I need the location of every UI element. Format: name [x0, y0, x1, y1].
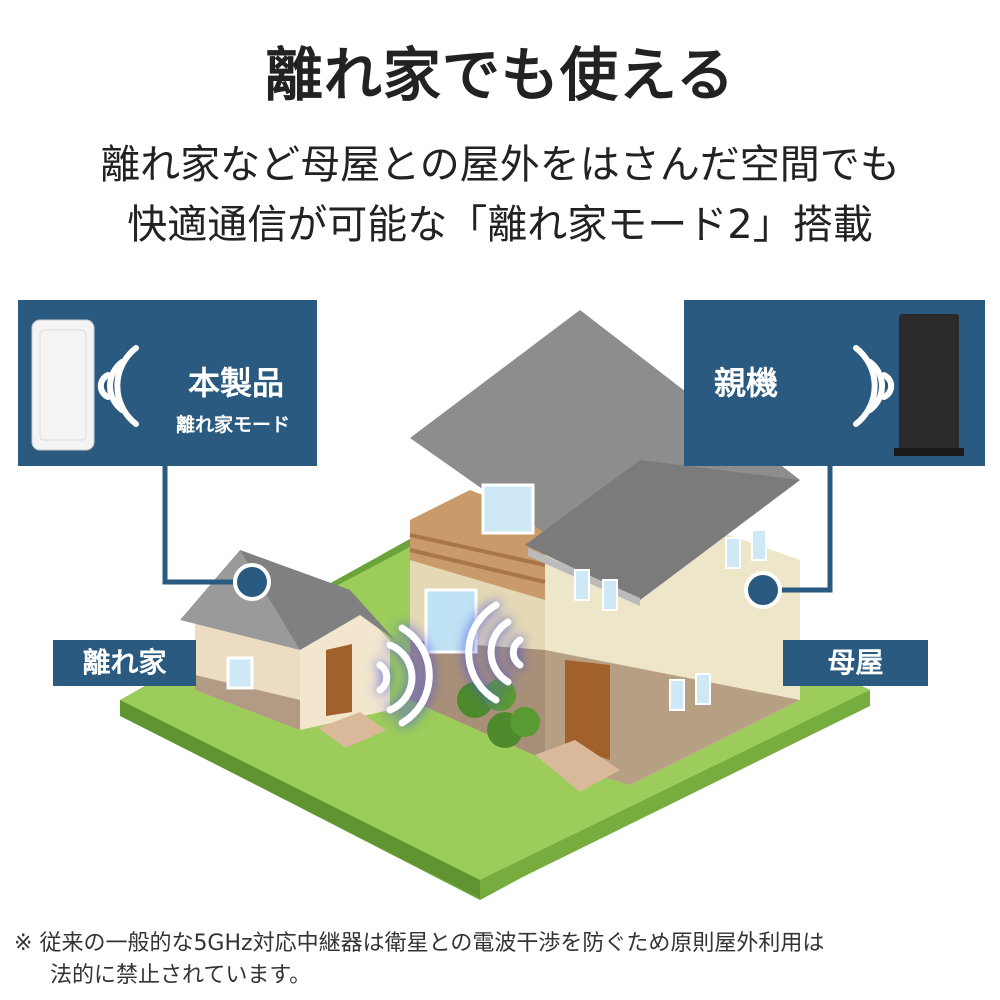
footnote-line-1: 従来の一般的な5GHz対応中継器は衛星との電波干渉を防ぐため原則屋外利用は	[39, 931, 825, 956]
annex-marker	[233, 563, 271, 601]
product-device-icon	[31, 319, 139, 451]
footnote: ※ 従来の一般的な5GHz対応中継器は衛星との電波干渉を防ぐため原則屋外利用は …	[14, 928, 989, 992]
router-device-icon	[853, 314, 964, 456]
footnote-line-2: 法的に禁止されています。	[50, 963, 312, 988]
router-name: 親機	[714, 364, 779, 402]
subtitle-line-2: 快適通信が可能な「離れ家モード2」搭載	[127, 202, 873, 248]
wifi-signal-icon	[97, 345, 139, 427]
subtitle-line-1: 離れ家など母屋との屋外をはさんだ空間でも	[100, 142, 900, 188]
main-house-marker	[744, 571, 782, 609]
main-house-label: 母屋	[783, 640, 928, 686]
product-box: 本製品 離れ家モード	[18, 300, 317, 466]
router-box: 親機	[684, 300, 985, 466]
signal-main-house-icon	[465, 601, 524, 704]
annex-label: 離れ家	[53, 640, 196, 686]
product-mode: 離れ家モード	[175, 414, 290, 436]
headline: 離れ家でも使える	[264, 41, 736, 109]
annex-door	[326, 644, 352, 716]
signal-annex-icon	[376, 624, 433, 727]
main-house-door	[565, 660, 610, 760]
wifi-signal-icon	[853, 345, 895, 427]
product-name: 本製品	[187, 364, 284, 402]
footnote-mark: ※	[14, 931, 33, 956]
